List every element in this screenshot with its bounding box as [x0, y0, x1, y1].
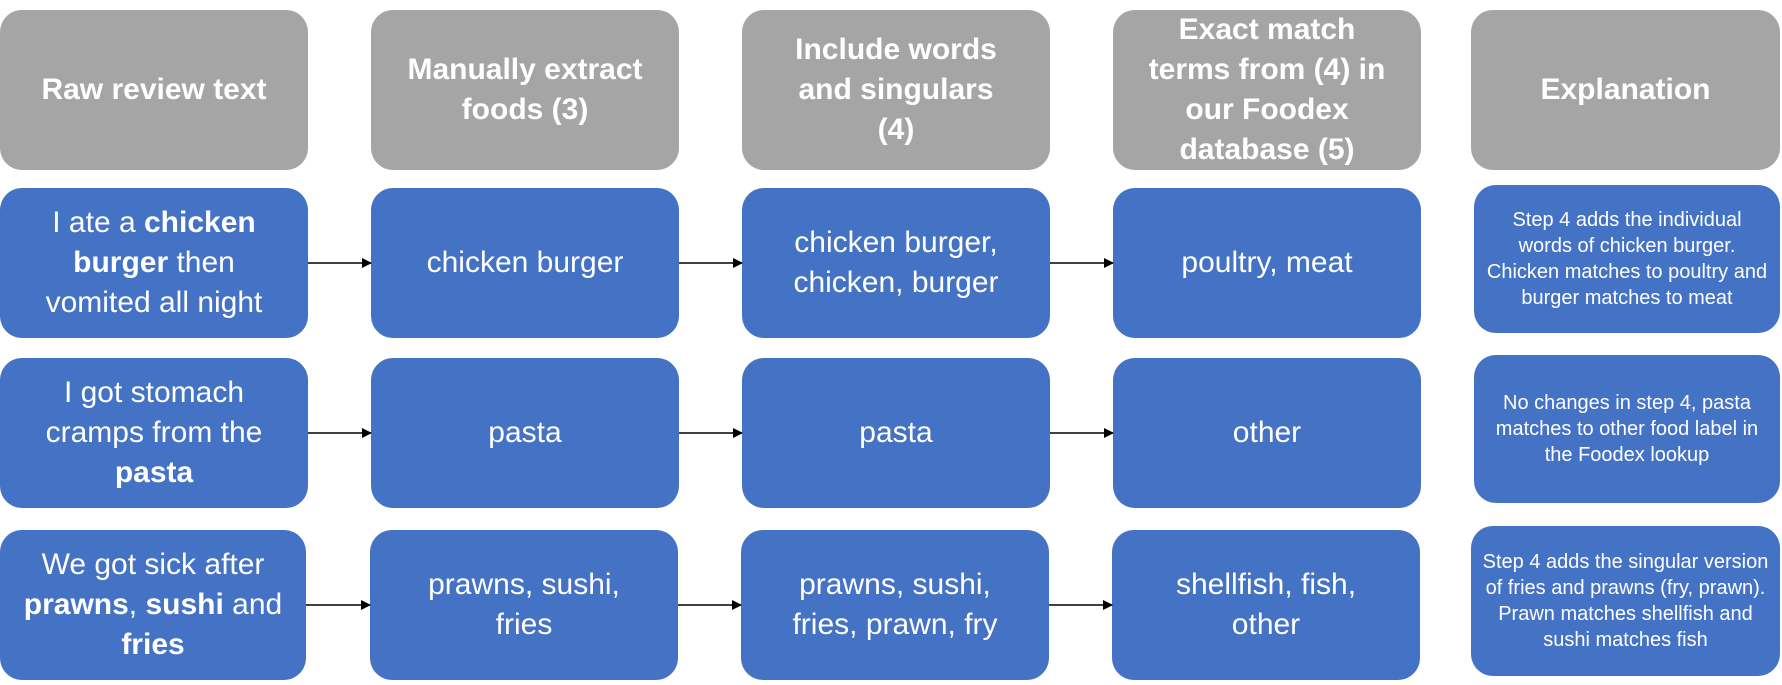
explanation-text: No changes in step 4, pasta matches to o… [1495, 392, 1759, 466]
review-text-row-2: I got stomach cramps from the pasta [0, 358, 308, 508]
expanded-terms-row-3: prawns, sushi, fries, prawn, fry [741, 530, 1049, 680]
review-fragment: then vomited all night [45, 246, 263, 319]
review-fragment: and [223, 588, 283, 621]
matched-terms-row-3: shellfish, fish, other [1112, 530, 1420, 680]
matched-terms-text: poultry, meat [1181, 246, 1353, 279]
review-text: I ate a chicken burger then vomited all … [30, 203, 278, 323]
explanation-row-2: No changes in step 4, pasta matches to o… [1474, 355, 1780, 503]
expanded-terms-text: chicken burger, chicken, burger [793, 226, 999, 299]
review-fragment: I ate a [52, 206, 144, 239]
explanation-text: Step 4 adds the singular version of frie… [1482, 551, 1769, 651]
header-manually-extract-foods: Manually extract foods (3) [371, 10, 679, 170]
header-label: Raw review text [41, 73, 267, 106]
review-text-row-3: We got sick after prawns, sushi and frie… [0, 530, 306, 680]
header-label: Explanation [1540, 73, 1711, 106]
extracted-foods-row-1: chicken burger [371, 188, 679, 338]
review-text-row-1: I ate a chicken burger then vomited all … [0, 188, 308, 338]
expanded-terms-row-2: pasta [742, 358, 1050, 508]
header-explanation: Explanation [1471, 10, 1780, 170]
review-text: We got sick after prawns, sushi and frie… [22, 545, 284, 665]
extracted-foods-row-2: pasta [371, 358, 679, 508]
review-food-term: pasta [114, 456, 194, 489]
review-food-term: sushi [145, 588, 224, 621]
review-food-term: prawns [23, 588, 129, 621]
extracted-foods-text: prawns, sushi, fries [428, 568, 620, 641]
extracted-foods-text: pasta [488, 416, 562, 449]
matched-terms-row-1: poultry, meat [1113, 188, 1421, 338]
header-raw-review-text: Raw review text [0, 10, 308, 170]
matched-terms-row-2: other [1113, 358, 1421, 508]
matched-terms-text: other [1232, 416, 1302, 449]
review-fragment: , [128, 588, 146, 621]
expanded-terms-text: pasta [859, 416, 933, 449]
review-fragment: I got stomach cramps from the [45, 376, 263, 449]
extracted-foods-text: chicken burger [426, 246, 624, 279]
review-fragment: We got sick after [41, 548, 265, 581]
review-food-term: chicken burger [73, 206, 256, 279]
matched-terms-text: shellfish, fish, other [1175, 568, 1357, 641]
explanation-text: Step 4 adds the individual words of chic… [1486, 209, 1768, 309]
expanded-terms-text: prawns, sushi, fries, prawn, fry [792, 568, 998, 641]
extracted-foods-row-3: prawns, sushi, fries [370, 530, 678, 680]
review-text: I got stomach cramps from the pasta [30, 373, 278, 493]
header-label: Include words and singulars (4) [795, 33, 997, 146]
header-include-words-and-singulars: Include words and singulars (4) [742, 10, 1050, 170]
review-food-term: fries [121, 628, 185, 661]
header-exact-match-terms: Exact match terms from (4) in our Foodex… [1113, 10, 1421, 170]
header-label: Manually extract foods (3) [407, 53, 643, 126]
expanded-terms-row-1: chicken burger, chicken, burger [742, 188, 1050, 338]
header-label: Exact match terms from (4) in our Foodex… [1148, 13, 1386, 166]
explanation-row-3: Step 4 adds the singular version of frie… [1471, 526, 1780, 676]
explanation-row-1: Step 4 adds the individual words of chic… [1474, 185, 1780, 333]
